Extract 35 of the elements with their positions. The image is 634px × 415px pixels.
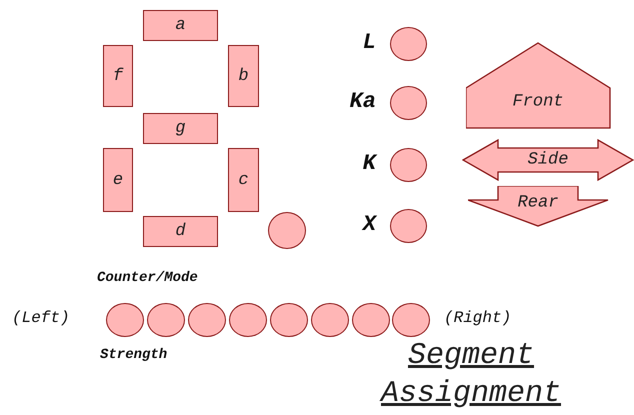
indicator-circle [390, 148, 427, 182]
caption-text: Counter/Mode [97, 270, 198, 286]
segment-box: a [143, 10, 218, 41]
indicator-circle [270, 303, 308, 337]
indicator-circle [147, 303, 185, 337]
indicator-circle [188, 303, 226, 337]
indicator-circle [390, 86, 427, 120]
indicator-circle [392, 303, 430, 337]
direction-indicator [462, 139, 634, 181]
segment-box: e [103, 148, 133, 212]
indicator-label: L [362, 30, 376, 55]
segment-box: g [143, 113, 218, 144]
segment-box: c [228, 148, 259, 212]
indicator-circle [352, 303, 390, 337]
indicator-label: K [362, 151, 376, 176]
indicator-label: Ka [350, 89, 376, 114]
indicator-circle [390, 209, 427, 243]
title: Segment Assignment [378, 338, 562, 413]
segment-box: b [228, 45, 259, 107]
indicator-circle [229, 303, 267, 337]
side-label: (Left) [12, 309, 70, 327]
caption-text: Strength [100, 347, 168, 363]
direction-indicator [468, 186, 609, 227]
segment-box: f [103, 45, 133, 107]
side-label: (Right) [444, 309, 512, 327]
arrow-label: Rear [518, 194, 558, 212]
direction-indicator [466, 42, 611, 129]
indicator-circle [390, 27, 427, 61]
indicator-circle [268, 212, 306, 249]
indicator-circle [311, 303, 349, 337]
arrow-label: Side [528, 150, 568, 170]
indicator-label: X [362, 212, 376, 237]
arrow-label: Front [512, 92, 564, 112]
indicator-circle [106, 303, 144, 337]
segment-box: d [143, 216, 218, 247]
